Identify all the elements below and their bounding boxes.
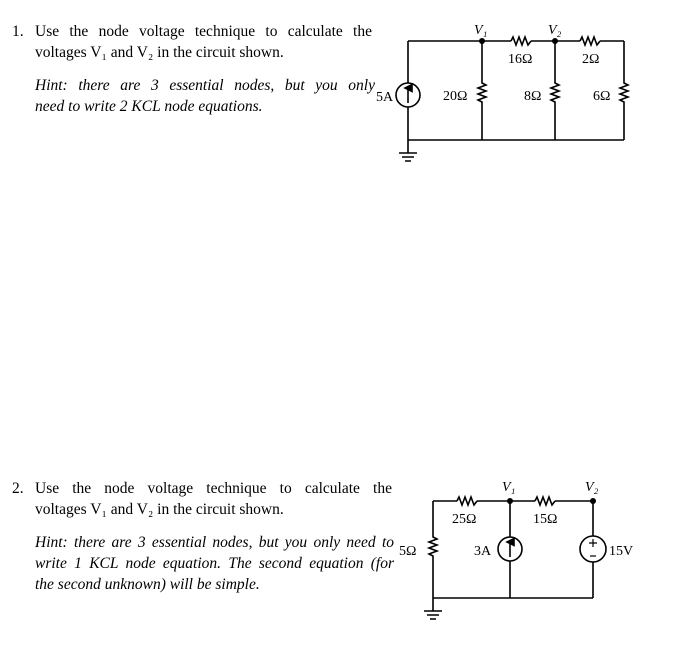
resistor-6ohm xyxy=(617,41,631,140)
node-label-v2: V₂ xyxy=(548,23,562,38)
resistor-8ohm xyxy=(548,41,562,140)
node-v1-dot xyxy=(479,38,485,44)
label-6ohm: 6Ω xyxy=(593,89,610,104)
circuit-2: V₁ V₂ 25Ω 15Ω 5Ω 3A 15V xyxy=(399,480,633,620)
problem-hint: Hint: there are 3 essential nodes, but y… xyxy=(35,75,375,117)
label-5ohm: 5Ω xyxy=(399,544,416,559)
circuit-1: V₁ V₂ 16Ω 2Ω 5A 20Ω 8Ω 6Ω xyxy=(376,23,631,162)
resistor-2ohm xyxy=(579,34,601,48)
hint-line: Hint: there are 3 essential nodes, but y… xyxy=(35,77,375,94)
label-25ohm: 25Ω xyxy=(452,512,476,527)
node-label-v1: V₁ xyxy=(474,23,487,38)
node-v2-dot xyxy=(590,498,596,504)
label-20ohm: 20Ω xyxy=(443,89,467,104)
ground-icon xyxy=(424,598,442,620)
voltage-source-15v xyxy=(579,535,607,563)
node-label-v2: V₂ xyxy=(585,480,599,495)
hint-line: write 1 KCL node equation. The second eq… xyxy=(35,555,394,572)
ground-icon xyxy=(399,140,417,162)
resistor-15ohm xyxy=(534,494,556,508)
resistor-20ohm xyxy=(475,41,489,140)
resistor-25ohm xyxy=(456,494,478,508)
problem-statement: Use the node voltage technique to calcul… xyxy=(35,21,372,63)
label-5a: 5A xyxy=(376,90,394,105)
statement-line: voltages V₁ and V₂ in the circuit shown. xyxy=(35,501,284,518)
problem-number: 1. xyxy=(12,23,24,40)
hint-line: need to write 2 KCL node equations. xyxy=(35,98,263,115)
label-2ohm: 2Ω xyxy=(582,52,599,67)
node-v1-dot xyxy=(507,498,513,504)
label-8ohm: 8Ω xyxy=(524,89,541,104)
resistor-16ohm xyxy=(510,34,532,48)
problem-number: 2. xyxy=(12,480,24,497)
plus-icon xyxy=(589,539,597,547)
node-label-v1: V₁ xyxy=(502,480,515,495)
problem-hint: Hint: there are 3 essential nodes, but y… xyxy=(35,532,394,595)
node-v2-dot xyxy=(552,38,558,44)
problem-statement: Use the node voltage technique to calcul… xyxy=(35,478,392,520)
label-15ohm: 15Ω xyxy=(533,512,557,527)
statement-line: Use the node voltage technique to calcul… xyxy=(35,23,372,40)
label-3a: 3A xyxy=(474,544,492,559)
hint-line: the second unknown) will be simple. xyxy=(35,576,260,593)
resistor-5ohm xyxy=(426,501,440,598)
statement-line: Use the node voltage technique to calcul… xyxy=(35,480,392,497)
hint-line: Hint: there are 3 essential nodes, but y… xyxy=(35,534,394,551)
current-source-3a xyxy=(497,536,523,562)
label-15v: 15V xyxy=(609,544,633,559)
current-source-5a xyxy=(395,82,421,108)
statement-line: voltages V₁ and V₂ in the circuit shown. xyxy=(35,44,284,61)
label-16ohm: 16Ω xyxy=(508,52,532,67)
